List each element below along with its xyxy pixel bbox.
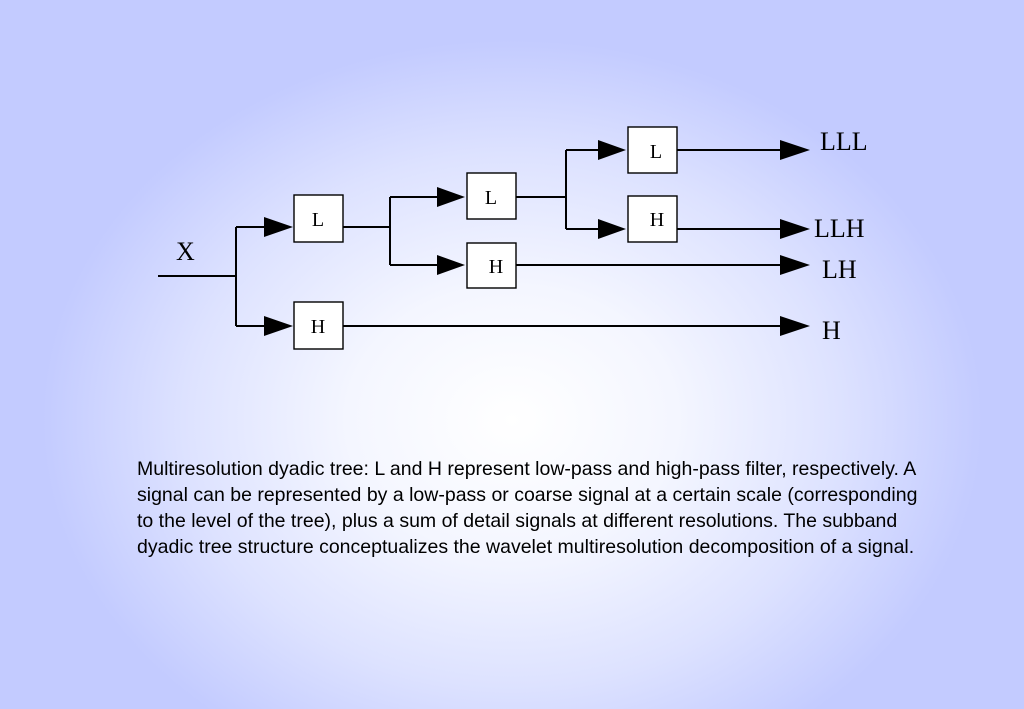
output-label-llh: LLH [814,214,865,243]
filter-label-level2-high: H [489,256,503,278]
filter-box-level1-low [293,194,344,243]
filter-box-level1-high [293,301,344,350]
arrow-h-out [780,316,810,336]
arrow-to-l3 [598,140,626,160]
arrow-lh-out [780,255,810,275]
filter-label-level1-high: H [311,316,325,338]
arrow-to-l1 [264,217,293,237]
filter-box-level3-high [627,195,678,243]
output-label-lll: LLL [820,127,868,156]
output-label-h: H [822,316,841,345]
arrow-to-l2 [437,187,465,207]
arrow-to-h1 [264,316,293,336]
filter-box-level3-low [627,126,678,174]
arrow-lll-out [780,140,810,160]
output-label-lh: LH [822,255,857,284]
filter-label-level1-low: L [312,209,324,231]
arrow-llh-out [780,219,810,239]
filter-label-level2-low: L [485,187,497,209]
arrow-to-h3 [598,219,626,239]
filter-box-level2-high [466,242,517,289]
filter-label-level3-low: L [650,141,662,163]
input-label: X [176,237,195,266]
arrow-to-h2 [437,255,465,275]
figure-caption: Multiresolution dyadic tree: L and H rep… [137,458,918,558]
filter-label-level3-high: H [650,209,664,231]
